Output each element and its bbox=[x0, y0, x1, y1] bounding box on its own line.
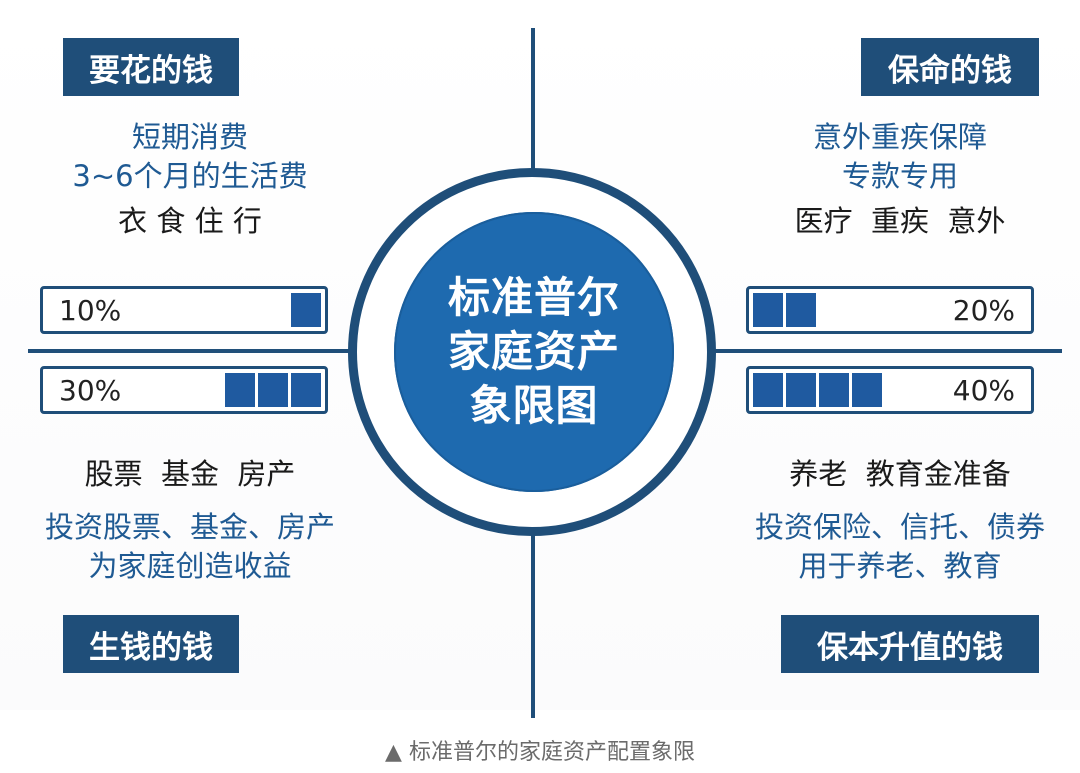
growth-desc-line2: 为家庭创造收益 bbox=[88, 549, 292, 583]
badge-spending-money: 要花的钱 bbox=[63, 38, 239, 96]
level-block bbox=[753, 373, 783, 407]
growth-percent: 30% bbox=[59, 373, 122, 407]
level-block bbox=[786, 293, 816, 327]
spending-percent-bar: 10% bbox=[40, 286, 328, 334]
spending-desc-line2: 3~6个月的生活费 bbox=[72, 159, 308, 193]
preservation-blocks bbox=[753, 373, 882, 407]
protection-blocks bbox=[753, 293, 816, 327]
center-circle: 标准普尔家庭资产象限图 bbox=[394, 212, 674, 492]
level-block bbox=[753, 293, 783, 327]
level-block bbox=[225, 373, 255, 407]
level-block bbox=[258, 373, 288, 407]
growth-items: 股票 基金 房产 bbox=[84, 457, 296, 491]
level-block bbox=[291, 293, 321, 327]
growth-desc-line1: 投资股票、基金、房产 bbox=[44, 510, 335, 544]
protection-percent: 20% bbox=[952, 293, 1015, 327]
level-block bbox=[819, 373, 849, 407]
preservation-percent-bar: 40% bbox=[746, 366, 1034, 414]
figure-caption: ▲ 标准普尔的家庭资产配置象限 bbox=[385, 740, 695, 765]
preservation-desc-line1: 投资保险、信托、债券 bbox=[754, 510, 1045, 544]
preservation-percent: 40% bbox=[952, 373, 1015, 407]
center-title: 标准普尔家庭资产象限图 bbox=[447, 273, 620, 430]
protection-desc-line2: 专款专用 bbox=[841, 159, 958, 193]
protection-desc-line1: 意外重疾保障 bbox=[812, 120, 987, 154]
spending-percent: 10% bbox=[59, 293, 122, 327]
spending-blocks bbox=[291, 293, 321, 327]
level-block bbox=[786, 373, 816, 407]
spending-items: 衣 食 住 行 bbox=[118, 204, 262, 238]
preservation-items: 养老 教育金准备 bbox=[789, 457, 1011, 491]
protection-items: 医疗 重疾 意外 bbox=[794, 204, 1006, 238]
spending-desc-line1: 短期消费 bbox=[131, 120, 248, 154]
badge-growth-money: 生钱的钱 bbox=[63, 615, 239, 673]
preservation-desc-line2: 用于养老、教育 bbox=[798, 549, 1002, 583]
growth-blocks bbox=[225, 373, 321, 407]
badge-preservation-money: 保本升值的钱 bbox=[781, 615, 1039, 673]
protection-percent-bar: 20% bbox=[746, 286, 1034, 334]
level-block bbox=[291, 373, 321, 407]
level-block bbox=[852, 373, 882, 407]
growth-percent-bar: 30% bbox=[40, 366, 328, 414]
badge-protection-money: 保命的钱 bbox=[861, 38, 1039, 96]
quadrant-diagram: 标准普尔家庭资产象限图 要花的钱 短期消费 3~6个月的生活费 衣 食 住 行 … bbox=[0, 0, 1080, 718]
